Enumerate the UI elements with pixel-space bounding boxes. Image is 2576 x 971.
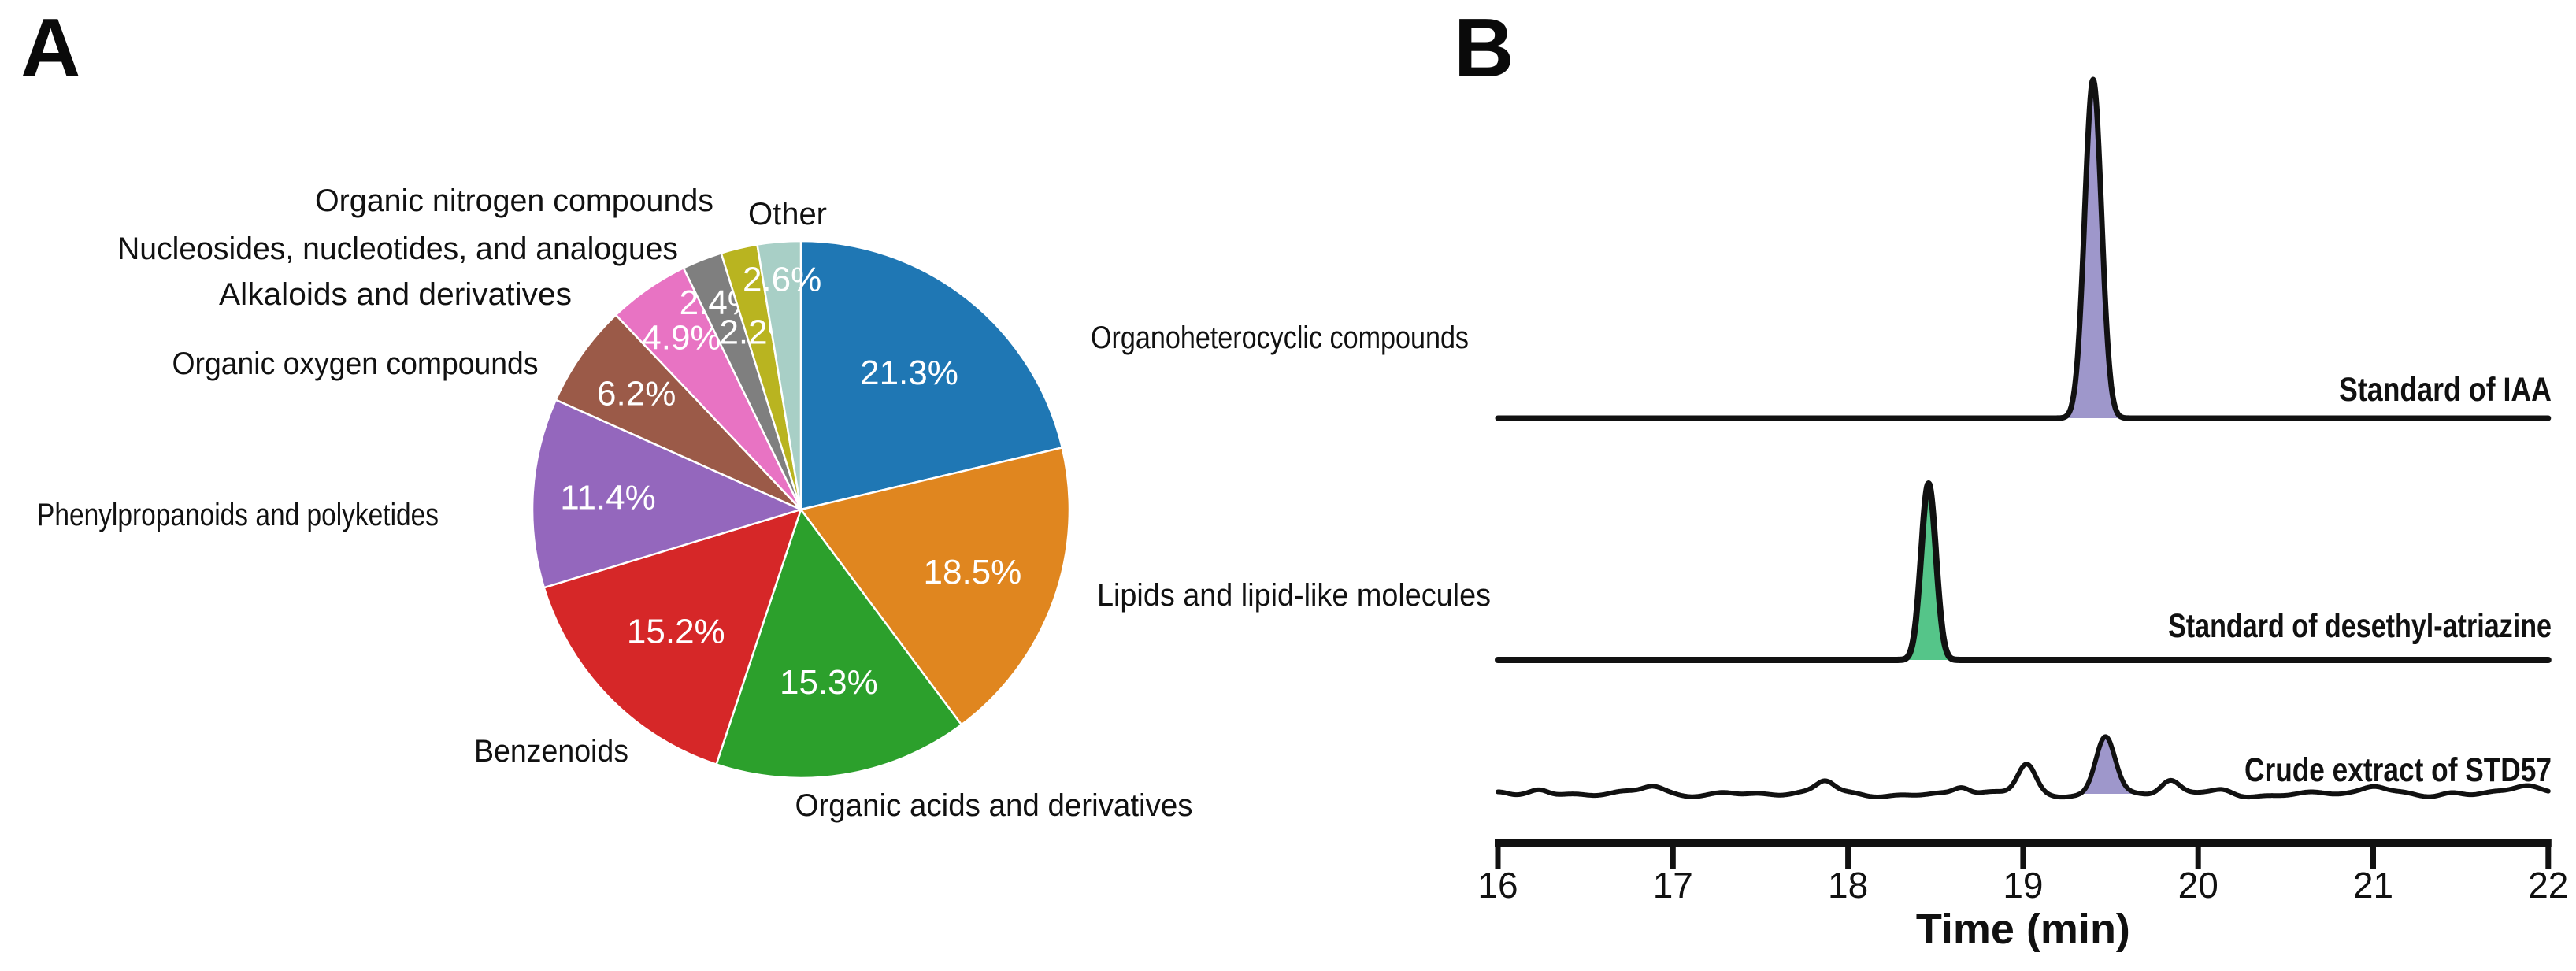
panel-a-label: A xyxy=(20,2,81,95)
pie-slice-benzenoids xyxy=(543,508,802,765)
chromatogram-trace-standard-of-iaa xyxy=(1495,76,2552,421)
trace-label-standard-of-iaa: Standard of IAA xyxy=(2339,371,2552,409)
peak-fill-standard-of-iaa xyxy=(2064,80,2122,418)
pie-slice-organic-acids-and-derivatives xyxy=(715,508,963,780)
peak-fill-standard-of-desethyl-atriazine xyxy=(1903,484,1954,660)
pie-pct-label-other: 2.6% xyxy=(743,261,821,299)
x-axis-tick-label-22: 22 xyxy=(2528,865,2568,906)
pie-slice-organoheterocyclic-compounds xyxy=(799,239,1064,511)
pie-category-label-benzenoids: Benzenoids xyxy=(474,734,628,769)
x-axis-tick-label-16: 16 xyxy=(1477,865,1518,906)
pie-category-label-organic-oxygen-compounds: Organic oxygen compounds xyxy=(172,347,539,381)
panel-b-label: B xyxy=(1454,2,1514,95)
trace-label-crude-extract-of-std57: Crude extract of STD57 xyxy=(2244,751,2552,789)
pie-category-label-organic-nitrogen-compounds: Organic nitrogen compounds xyxy=(315,183,713,218)
pie-pct-label-phenylpropanoids-and-polyketides: 11.4% xyxy=(560,479,656,517)
pie-category-label-phenylpropanoids-and-polyketides: Phenylpropanoids and polyketides xyxy=(37,498,439,532)
pie-slice-lipids-and-lipid-like-molecules xyxy=(799,447,1071,726)
chromatogram-trace-crude-extract-of-std57 xyxy=(1496,734,2551,800)
pie-pct-label-organoheterocyclic-compounds: 21.3% xyxy=(860,354,958,392)
pie-pct-label-organic-acids-and-derivatives: 15.3% xyxy=(780,663,878,702)
pie-category-label-organic-acids-and-derivatives: Organic acids and derivatives xyxy=(795,788,1193,823)
pie-category-label-other: Other xyxy=(748,197,827,232)
pie-pct-label-lipids-and-lipid-like-molecules: 18.5% xyxy=(924,553,1022,591)
x-axis-tick-label-17: 17 xyxy=(1653,865,1693,906)
pie-pct-label-benzenoids: 15.2% xyxy=(627,613,725,651)
x-axis-title: Time (min) xyxy=(1916,906,2130,953)
pie-slice-organic-oxygen-compounds xyxy=(554,313,802,511)
pie-pct-label-alkaloids-and-derivatives: 4.9% xyxy=(642,318,721,357)
pie-slice-other xyxy=(756,239,802,511)
x-axis-tick-label-21: 21 xyxy=(2353,865,2393,906)
pie-category-label-alkaloids-and-derivatives: Alkaloids and derivatives xyxy=(219,277,572,312)
pie-pct-label-organic-oxygen-compounds: 6.2% xyxy=(597,374,676,413)
chromatogram-trace-standard-of-desethyl-atriazine xyxy=(1495,480,2552,663)
pie-category-label-nucleosides-nucleotides-and-analogues: Nucleosides, nucleotides, and analogues xyxy=(117,232,678,266)
pie-slice-phenylpropanoids-and-polyketides xyxy=(531,398,802,589)
x-axis-tick-label-20: 20 xyxy=(2178,865,2218,906)
trace-label-standard-of-desethyl-atriazine: Standard of desethyl-atriazine xyxy=(2168,607,2552,645)
x-axis-tick-label-19: 19 xyxy=(2003,865,2043,906)
pie-category-label-lipids-and-lipid-like-molecules: Lipids and lipid-like molecules xyxy=(1097,578,1491,613)
pie-category-label-organoheterocyclic-compounds: Organoheterocyclic compounds xyxy=(1091,321,1469,355)
x-axis-tick-label-18: 18 xyxy=(1828,865,1868,906)
